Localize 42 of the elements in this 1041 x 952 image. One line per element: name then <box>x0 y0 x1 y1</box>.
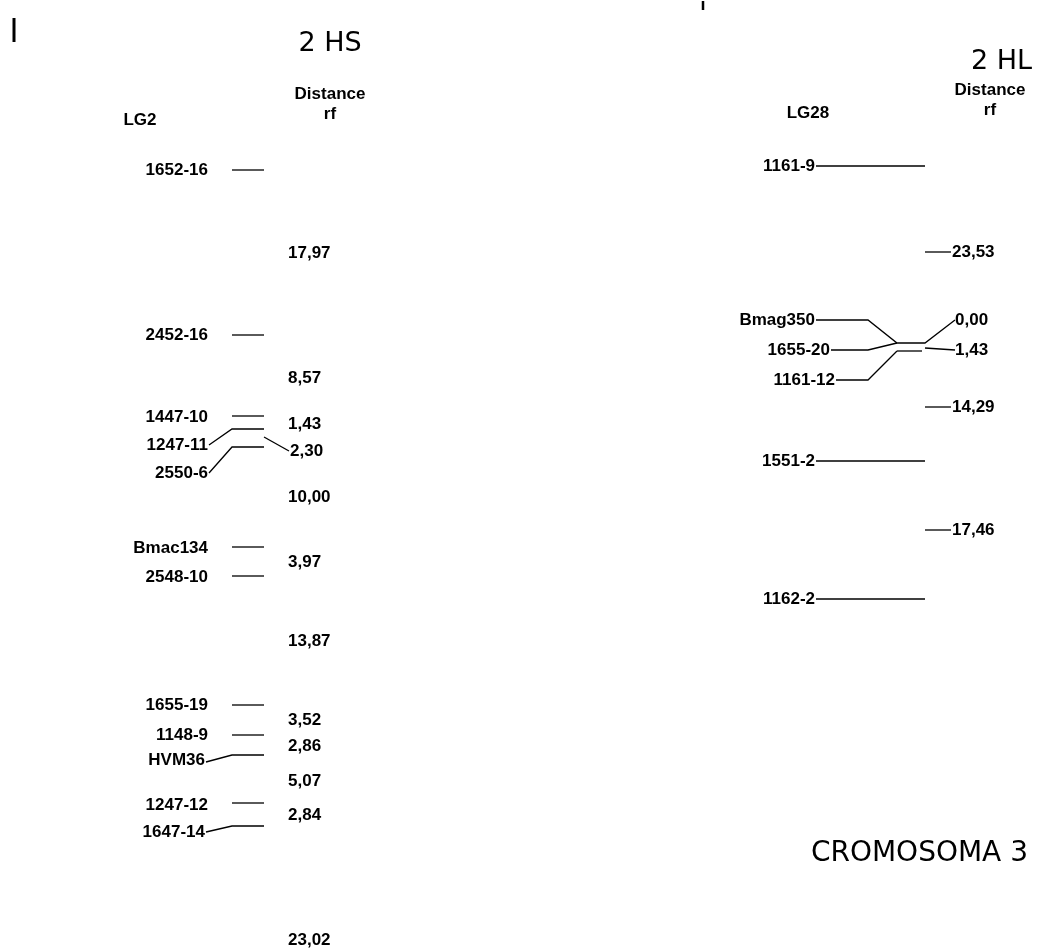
marker-name: 1652-16 <box>145 160 208 180</box>
marker-name: 1247-11 <box>146 435 208 455</box>
distance-value: 0,00 <box>955 310 989 330</box>
marker-name: 1247-12 <box>145 795 208 815</box>
distance-value: 8,57 <box>288 368 322 388</box>
chromosome-arm-title: 2 HS <box>298 26 362 58</box>
marker-name: 1148-9 <box>156 725 208 745</box>
distance-value: 14,29 <box>952 397 995 417</box>
distance-value: 3,52 <box>288 710 322 730</box>
marker-name: 1647-14 <box>142 822 205 842</box>
marker-name: 1161-9 <box>763 156 815 176</box>
marker-name: 1161-12 <box>773 370 835 390</box>
distance-value: 2,86 <box>288 736 322 756</box>
distance-value: 3,97 <box>288 552 322 572</box>
marker-name: 1447-10 <box>145 407 208 427</box>
column-heading: Distance rf <box>293 84 367 124</box>
marker-name: 1655-20 <box>767 340 830 360</box>
distance-value: 23,02 <box>288 930 331 950</box>
distance-value: 2,30 <box>290 441 324 461</box>
distance-value: 1,43 <box>288 414 322 434</box>
distance-value: 23,53 <box>952 242 995 262</box>
marker-name: 1655-19 <box>145 695 208 715</box>
marker-name: 2550-6 <box>155 463 208 483</box>
column-heading: Distance rf <box>953 80 1027 120</box>
distance-value: 17,97 <box>288 243 331 263</box>
distance-value: 17,46 <box>952 520 995 540</box>
marker-name: HVM36 <box>148 750 205 770</box>
marker-name: Bmac134 <box>133 538 208 558</box>
chromosome-arm-title: 2 HL <box>970 44 1032 76</box>
marker-name: 2452-16 <box>145 325 208 345</box>
distance-value: 1,43 <box>955 340 989 360</box>
distance-value: 13,87 <box>288 631 331 651</box>
chromosome-title: CROMOSOMA 3 <box>810 835 1028 869</box>
marker-name: 1162-2 <box>763 589 815 609</box>
distance-value: 2,84 <box>288 805 322 825</box>
distance-value: 10,00 <box>288 487 331 507</box>
marker-name: 1551-2 <box>762 451 815 471</box>
linkage-group-label: LG28 <box>786 103 830 123</box>
linkage-group-label: LG2 <box>123 110 157 130</box>
marker-name: 2548-10 <box>145 567 208 587</box>
marker-name: Bmag350 <box>739 310 815 330</box>
distance-value: 5,07 <box>288 771 322 791</box>
